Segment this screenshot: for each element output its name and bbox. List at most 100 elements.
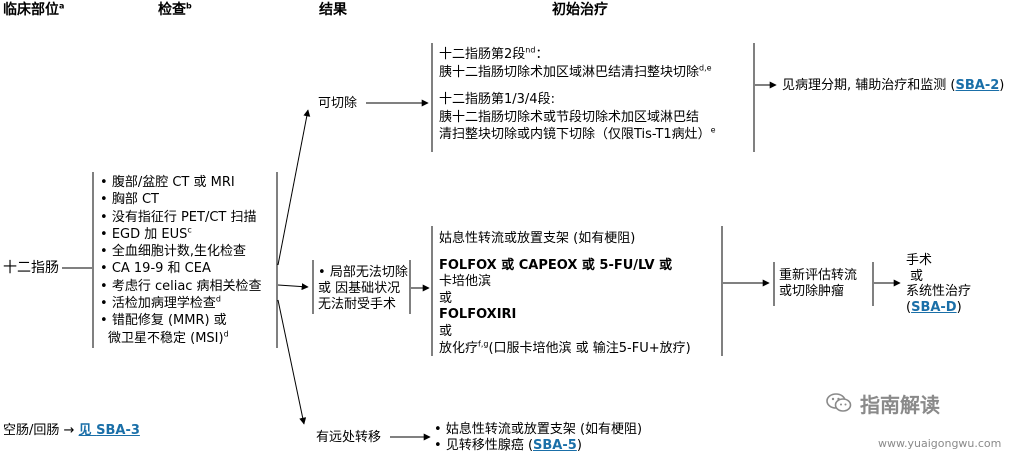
workup-item-footnote: d <box>223 329 229 339</box>
site-jejunum-ileum: 空肠/回肠 → 见 SBA-3 <box>3 423 140 438</box>
reassess-l1: 重新评估转流 <box>779 268 858 283</box>
surgery-link-line: (SBA-D) <box>906 300 971 316</box>
workup-item: 全血细胞计数,生化检查 <box>100 243 262 260</box>
header-workup: 检查b <box>158 1 192 18</box>
resectable-tx-l1-sup: nd <box>525 45 536 55</box>
workup-item: 腹部/盆腔 CT 或 MRI <box>100 174 262 191</box>
site-jejunum-arrow: → <box>63 423 75 438</box>
finding-resectable: 可切除 <box>318 96 358 111</box>
link-sba-d[interactable]: SBA-D <box>911 299 957 315</box>
unres-tx-l1: 姑息性转流或放置支架 (如有梗阻) <box>439 231 636 246</box>
site-duodenum: 十二指肠 <box>3 260 59 276</box>
surgery-or-systemic: 手术 或 系统性治疗 (SBA-D) <box>906 253 971 315</box>
link-sba-2[interactable]: SBA-2 <box>955 78 1000 93</box>
workup-item: 微卫星不稳定 (MSI)d <box>100 330 262 347</box>
workup-item: 胸部 CT <box>100 191 262 208</box>
workup-item-text: 全血细胞计数,生化检查 <box>111 244 246 260</box>
header-clinical-site-text: 临床部位 <box>3 2 59 18</box>
wechat-icon <box>826 393 852 412</box>
metastatic-tx-l1: 姑息性转流或放置支架 (如有梗阻) <box>434 422 642 438</box>
workup-item-text: 活检加病理学检查 <box>111 296 216 312</box>
header-workup-text: 检查 <box>158 2 186 18</box>
link-sba-5[interactable]: SBA-5 <box>533 438 577 453</box>
finding-unresectable-l2: 或 因基础状况 <box>318 281 401 296</box>
workup-item: 没有指征行 PET/CT 扫描 <box>100 209 262 226</box>
workup-item-text: 腹部/盆腔 CT 或 MRI <box>111 175 235 190</box>
resectable-tx-l2-text: 胰十二指肠切除术加区域淋巴结清扫整块切除 <box>439 64 700 80</box>
workup-item: 错配修复 (MMR) 或 <box>100 312 262 329</box>
resectable-tx-l1-tail: ： <box>535 47 549 62</box>
watermark-text: 指南解读 <box>860 393 940 417</box>
finding-unresectable-l3: 无法耐受手术 <box>318 297 397 312</box>
workup-item-footnote: c <box>187 225 192 235</box>
workup-item-text: 微卫星不稳定 (MSI) <box>108 330 224 346</box>
metastatic-tx-close: ) <box>576 438 582 453</box>
resectable-tx-l3: 十二指肠第1/3/4段: <box>439 92 555 107</box>
unres-tx-l7-tail: (口服卡培他滨 或 输注5-FU+放疗) <box>488 340 691 356</box>
site-jejunum-see[interactable]: 见 SBA-3 <box>79 423 140 438</box>
header-initial-treatment: 初始治疗 <box>552 2 608 18</box>
resectable-tx-l4: 胰十二指肠切除术或节段切除术加区域淋巴结 <box>439 109 700 125</box>
workup-item-text: 错配修复 (MMR) 或 <box>111 313 227 329</box>
header-workup-footnote: b <box>186 1 192 11</box>
surgery-l3: 系统性治疗 <box>906 284 972 299</box>
unres-tx-spacer <box>439 248 691 258</box>
unres-tx-l7: 放化疗f,g(口服卡培他滨 或 输注5-FU+放疗) <box>439 339 691 358</box>
workup-item-text: CA 19-9 和 CEA <box>111 261 211 277</box>
reassess-box: 重新评估转流 或切除肿瘤 <box>779 268 857 300</box>
workup-item: 考虑行 celiac 病相关检查 <box>100 278 262 295</box>
workup-item: EGD 加 EUSc <box>100 226 262 243</box>
resectable-tx-spacer <box>439 81 716 91</box>
workup-item-text: 考虑行 celiac 病相关检查 <box>111 278 262 294</box>
unres-tx-l5: FOLFOXIRI <box>439 307 517 323</box>
resectable-tx-l5: 清扫整块切除或内镜下切除（仅限Tis-T1病灶）e <box>439 126 716 144</box>
workup-item: 活检加病理学检查d <box>100 295 262 312</box>
link-sba-3[interactable]: SBA-3 <box>96 423 140 438</box>
unres-tx-l2: FOLFOX 或 CAPEOX 或 5-FU/LV 或 <box>439 257 673 273</box>
workup-item-footnote: d <box>215 294 221 304</box>
surgery-open: ( <box>906 299 912 315</box>
workup-item-text: 胸部 CT <box>111 192 159 208</box>
unresectable-treatment: 姑息性转流或放置支架 (如有梗阻) FOLFOX 或 CAPEOX 或 5-FU… <box>439 231 691 357</box>
header-site-footnote: a <box>59 1 65 11</box>
finding-unresectable: 局部无法切除 或 因基础状况 无法耐受手术 <box>318 265 408 313</box>
site-jejunum-see-text: 见 <box>78 423 97 438</box>
arrow-to-resectable <box>277 109 311 266</box>
unres-tx-l7-text: 放化疗 <box>439 340 479 356</box>
reassess-l2: 或切除肿瘤 <box>779 284 845 299</box>
unres-tx-l3: 卡培他滨 <box>439 274 492 290</box>
unres-tx-l4: 或 <box>439 290 453 306</box>
resectable-tx-l2: 胰十二指肠切除术加区域淋巴结清扫整块切除d,e <box>439 64 716 82</box>
workup-item-text: EGD 加 EUS <box>111 226 188 242</box>
resectable-next-text: 见病理分期, 辅助治疗和监测 ( <box>782 78 956 93</box>
header-findings: 结果 <box>319 2 347 18</box>
surgery-close: ) <box>956 299 962 315</box>
workup-item-text: 没有指征行 PET/CT 扫描 <box>111 209 257 225</box>
site-jejunum-label: 空肠/回肠 <box>3 423 60 438</box>
finding-unresectable-l1: 局部无法切除 <box>318 265 408 281</box>
workup-list: 腹部/盆腔 CT 或 MRI 胸部 CT没有指征行 PET/CT 扫描EGD 加 … <box>100 174 262 347</box>
metastatic-tx-l2-text: 见转移性腺癌 <box>445 438 528 453</box>
arrow-to-unresectable <box>277 283 309 291</box>
resectable-tx-l5-sup: e <box>710 125 716 135</box>
resectable-next-close: ) <box>999 78 1005 93</box>
unres-tx-l7-sup: f,g <box>478 339 489 349</box>
watermark-url: www.yuaigongwu.com <box>878 437 1002 450</box>
workup-item: CA 19-9 和 CEA <box>100 260 262 277</box>
metastatic-tx-open: ( <box>527 438 534 453</box>
arrow-to-metastatic <box>277 299 307 425</box>
header-clinical-site: 临床部位a <box>3 1 65 18</box>
resectable-tx-l2-sup: d,e <box>699 63 712 73</box>
finding-metastatic: 有远处转移 <box>316 430 382 445</box>
surgery-l2: 或 <box>910 268 924 284</box>
metastatic-treatment: 姑息性转流或放置支架 (如有梗阻) 见转移性腺癌 (SBA-5) <box>434 422 642 454</box>
unres-tx-l6: 或 <box>439 323 453 339</box>
surgery-l1: 手术 <box>906 253 933 268</box>
resectable-tx-l5-text: 清扫整块切除或内镜下切除（仅限Tis-T1病灶） <box>439 127 711 142</box>
metastatic-tx-l2: 见转移性腺癌 (SBA-5) <box>434 438 642 454</box>
resectable-next-step: 见病理分期, 辅助治疗和监测 (SBA-2) <box>782 78 1004 93</box>
resectable-tx-l1-text: 十二指肠第2段 <box>439 47 526 62</box>
resectable-tx-l1: 十二指肠第2段nd： <box>439 46 716 64</box>
resectable-treatment: 十二指肠第2段nd： 胰十二指肠切除术加区域淋巴结清扫整块切除d,e 十二指肠第… <box>439 46 716 144</box>
